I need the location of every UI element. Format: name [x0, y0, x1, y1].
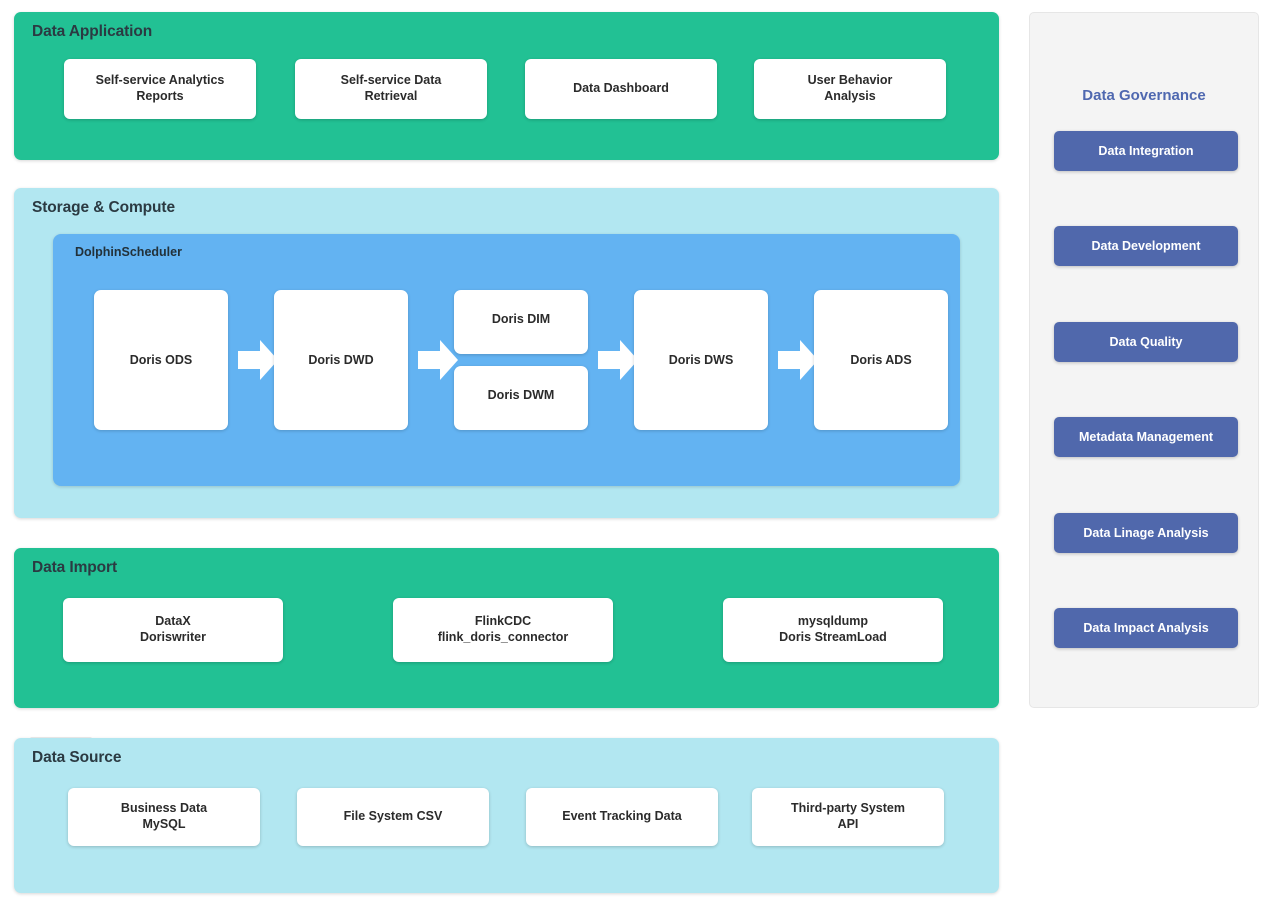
- card-mysqldump-streamload[interactable]: mysqldump Doris StreamLoad: [723, 598, 943, 662]
- layer-title-storage-compute: Storage & Compute: [32, 199, 175, 216]
- card-label: Self-service Data Retrieval: [340, 73, 442, 103]
- layer-title-data-import: Data Import: [32, 559, 118, 576]
- arrow-right-icon: [238, 340, 278, 380]
- gov-item-data-quality[interactable]: Data Quality: [1054, 322, 1238, 362]
- card-event-tracking-data[interactable]: Event Tracking Data: [526, 788, 718, 846]
- stage-doris-ods[interactable]: Doris ODS: [94, 290, 228, 430]
- stage-doris-ads[interactable]: Doris ADS: [814, 290, 948, 430]
- arrow-right-icon: [598, 340, 638, 380]
- gov-item-label: Data Linage Analysis: [1083, 526, 1209, 540]
- stage-label: Doris DWD: [308, 353, 374, 367]
- gov-item-label: Data Integration: [1098, 144, 1194, 158]
- card-label: mysqldump Doris StreamLoad: [779, 614, 887, 644]
- panel-title-dolphinscheduler: DolphinScheduler: [75, 245, 182, 259]
- gov-item-data-development[interactable]: Data Development: [1054, 226, 1238, 266]
- layer-data-import: Data Import DataX Doriswriter FlinkCDC f…: [14, 548, 999, 708]
- stage-label: Doris ADS: [850, 353, 912, 367]
- arrow-right-icon: [418, 340, 458, 380]
- card-third-party-system-api[interactable]: Third-party System API: [752, 788, 944, 846]
- layer-title-data-source: Data Source: [32, 749, 122, 766]
- stage-label: Doris DWS: [668, 353, 734, 367]
- card-business-data-mysql[interactable]: Business Data MySQL: [68, 788, 260, 846]
- gov-item-data-impact-analysis[interactable]: Data Impact Analysis: [1054, 608, 1238, 648]
- gov-item-label: Data Quality: [1109, 335, 1183, 349]
- stage-label: Doris ODS: [129, 353, 193, 367]
- card-label: User Behavior Analysis: [807, 73, 893, 103]
- layer-data-application: Data Application Self-service Analytics …: [14, 12, 999, 160]
- gov-item-label: Data Impact Analysis: [1083, 621, 1209, 635]
- card-label: FlinkCDC flink_doris_connector: [437, 614, 569, 644]
- gov-item-metadata-management[interactable]: Metadata Management: [1054, 417, 1238, 457]
- card-label: Self-service Analytics Reports: [95, 73, 225, 103]
- card-file-system-csv[interactable]: File System CSV: [297, 788, 489, 846]
- panel-title-data-governance: Data Governance: [1082, 87, 1206, 104]
- arrow-right-icon: [778, 340, 818, 380]
- card-label: Event Tracking Data: [562, 809, 682, 824]
- card-label: File System CSV: [343, 809, 443, 824]
- card-user-behavior-analysis[interactable]: User Behavior Analysis: [754, 59, 946, 119]
- stage-label: Doris DIM: [491, 312, 551, 326]
- card-self-service-analytics-reports[interactable]: Self-service Analytics Reports: [64, 59, 256, 119]
- card-flinkcdc-connector[interactable]: FlinkCDC flink_doris_connector: [393, 598, 613, 662]
- card-label: Data Dashboard: [573, 81, 669, 96]
- panel-data-governance: Data Governance Data Integration Data De…: [1029, 12, 1259, 708]
- stage-doris-dwm[interactable]: Doris DWM: [454, 366, 588, 430]
- panel-dolphinscheduler: DolphinScheduler Doris ODS Doris DWD Dor…: [53, 234, 960, 486]
- layer-title-data-application: Data Application: [32, 23, 153, 40]
- layer-storage-compute: Storage & Compute DolphinScheduler Doris…: [14, 188, 999, 518]
- stage-label: Doris DWM: [487, 388, 555, 402]
- stage-doris-dim[interactable]: Doris DIM: [454, 290, 588, 354]
- card-datax-doriswriter[interactable]: DataX Doriswriter: [63, 598, 283, 662]
- card-data-dashboard[interactable]: Data Dashboard: [525, 59, 717, 119]
- card-label: Third-party System API: [791, 801, 905, 831]
- stage-doris-dws[interactable]: Doris DWS: [634, 290, 768, 430]
- gov-item-label: Data Development: [1091, 239, 1201, 253]
- card-label: DataX Doriswriter: [140, 614, 206, 644]
- gov-item-data-integration[interactable]: Data Integration: [1054, 131, 1238, 171]
- card-self-service-data-retrieval[interactable]: Self-service Data Retrieval: [295, 59, 487, 119]
- layer-data-source: Data Source Business Data MySQL File Sys…: [14, 738, 999, 893]
- card-label: Business Data MySQL: [120, 801, 208, 831]
- gov-item-label: Metadata Management: [1078, 430, 1214, 444]
- stage-doris-dwd[interactable]: Doris DWD: [274, 290, 408, 430]
- gov-item-data-linage-analysis[interactable]: Data Linage Analysis: [1054, 513, 1238, 553]
